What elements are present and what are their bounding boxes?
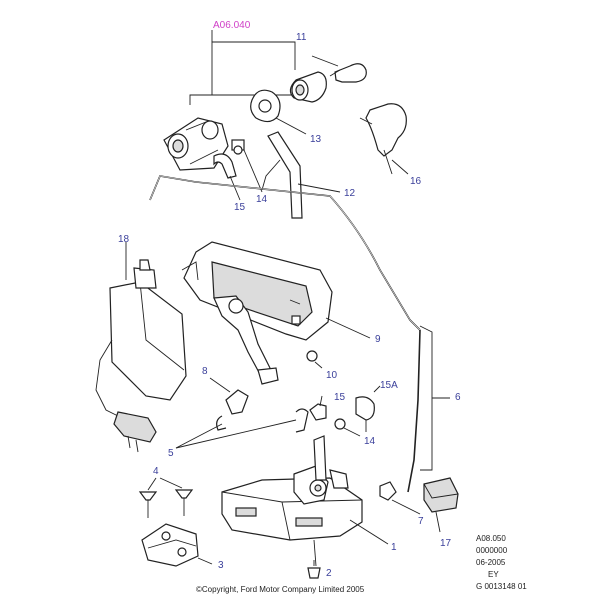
callout-3: 3 (218, 560, 224, 571)
callout-2: 2 (326, 568, 332, 579)
meta-line-5: G 0013148 01 (476, 582, 527, 591)
callout-7: 7 (418, 516, 424, 527)
part-18-actuator-motor (95, 242, 187, 453)
callout-15-upper: 15 (234, 202, 246, 213)
part-14-screw-lower (334, 418, 361, 437)
part-3-striker (141, 523, 213, 567)
part-5-clips (175, 408, 309, 449)
part-8-clip (209, 377, 249, 415)
part-15-spring-clip-upper (213, 153, 241, 201)
part-4-screws (138, 477, 194, 518)
callout-10: 10 (326, 370, 338, 381)
callout-14-upper: 14 (256, 194, 268, 205)
part-12-lever (261, 131, 341, 219)
callout-12: 12 (344, 188, 356, 199)
assembly-ref-label: A06.040 (213, 20, 251, 31)
callout-11: 11 (296, 32, 307, 43)
callout-6: 6 (455, 392, 461, 403)
part-6-control-rod (149, 175, 450, 493)
callout-15A: 15A (380, 380, 398, 391)
callout-17: 17 (440, 538, 452, 549)
callout-4: 4 (153, 466, 159, 477)
meta-line-1: A08.050 (476, 534, 506, 543)
meta-line-2: 0000000 (476, 546, 508, 555)
callout-8: 8 (202, 366, 208, 377)
callout-15-lower: 15 (334, 392, 346, 403)
part-14-screw-upper (231, 139, 263, 193)
part-2-screw (307, 560, 321, 579)
copyright-notice: ©Copyright, Ford Motor Company Limited 2… (196, 585, 365, 594)
callout-5: 5 (168, 448, 174, 459)
part-9-door-handle (181, 241, 371, 341)
callout-16: 16 (410, 176, 422, 187)
part-13-retaining-clip (250, 89, 307, 135)
callout-1: 1 (391, 542, 397, 553)
part-1-door-latch (221, 435, 389, 567)
part-17-bump-stop (423, 477, 459, 533)
callout-18: 18 (118, 234, 130, 245)
callout-9: 9 (375, 334, 381, 345)
part-11-lock-barrel (289, 55, 367, 103)
callout-14-lower: 14 (364, 436, 376, 447)
meta-line-4: EY (488, 570, 499, 579)
part-15A-clip (355, 385, 381, 432)
callout-13: 13 (310, 134, 322, 145)
lock-cylinder-housing (163, 117, 229, 171)
part-16-clip (359, 103, 409, 175)
handle-linkage-lever (213, 295, 279, 385)
part-7-clip (379, 481, 421, 515)
part-10-screw (306, 350, 323, 369)
meta-line-3: 06-2005 (476, 558, 506, 567)
part-15-clip-lower (309, 395, 327, 421)
assembly-bracket (189, 30, 301, 105)
